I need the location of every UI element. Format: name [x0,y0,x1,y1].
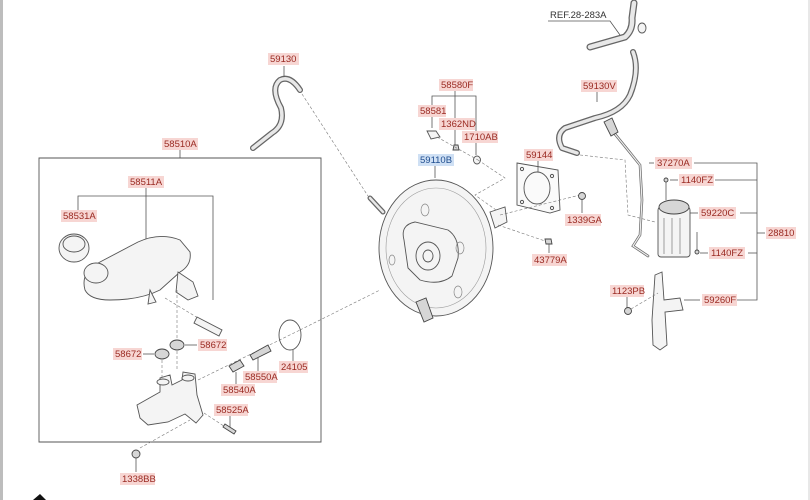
bolt-1140FZ-top[interactable] [663,177,669,200]
label-1140FZ-bottom[interactable]: 1140FZ [709,247,745,259]
svg-text:58531A: 58531A [63,211,96,222]
reference-pipe[interactable] [586,0,647,51]
svg-text:1710AB: 1710AB [464,132,498,143]
label-58540A[interactable]: 58540A [221,384,256,396]
reservoir-pin[interactable] [193,316,223,337]
svg-text:58510A: 58510A [164,139,197,150]
label-59144[interactable]: 59144 [524,149,553,161]
pump-bracket-59260F[interactable] [651,271,684,351]
bolt-1140FZ-bottom[interactable] [694,232,700,255]
svg-text:59130V: 59130V [583,81,616,92]
label-58510A[interactable]: 58510A [162,138,198,150]
left-border [0,0,3,500]
svg-text:1140FZ: 1140FZ [711,248,743,259]
label-1140FZ-top[interactable]: 1140FZ [679,174,714,186]
vacuum-pump[interactable] [657,199,691,258]
svg-text:59220C: 59220C [701,208,734,219]
label-1123PB[interactable]: 1123PB [610,285,645,297]
label-37270A[interactable]: 37270A [655,157,692,169]
label-1338BB[interactable]: 1338BB [120,473,156,485]
bolt-58525A[interactable] [222,423,237,435]
svg-text:1338BB: 1338BB [122,474,156,485]
label-58672-right[interactable]: 58672 [198,339,227,351]
label-59130[interactable]: 59130 [268,53,299,65]
grommet-1710AB[interactable] [473,155,481,165]
label-1710AB[interactable]: 1710AB [462,131,498,143]
svg-text:58581: 58581 [420,106,446,117]
svg-text:1123PB: 1123PB [612,286,645,297]
svg-text:58540A: 58540A [223,385,256,396]
svg-text:59260F: 59260F [704,295,736,306]
vacuum-hose-59130V[interactable] [556,49,639,156]
svg-text:58550A: 58550A [245,372,278,383]
vacuum-hose-59130[interactable] [250,75,303,151]
svg-text:1339GA: 1339GA [567,215,603,226]
reference-label[interactable]: REF.28-283A [550,10,607,21]
label-1339GA[interactable]: 1339GA [565,214,603,226]
label-58672-left[interactable]: 58672 [113,348,142,360]
corner-marker-icon [33,494,46,500]
label-24105[interactable]: 24105 [279,361,308,373]
master-cylinder-assembly-box [38,157,322,443]
wiring-harness-37270A[interactable] [603,117,650,258]
label-58550A[interactable]: 58550A [243,371,278,383]
right-border [808,0,810,500]
brake-booster[interactable] [367,179,508,323]
svg-text:1362ND: 1362ND [441,119,476,130]
svg-text:28810: 28810 [768,228,794,239]
fitting-58540A[interactable] [228,359,245,373]
svg-text:58672: 58672 [115,349,141,360]
fitting-58550A[interactable] [249,344,272,361]
svg-text:59130: 59130 [270,54,296,65]
grommet-58672-right[interactable] [169,339,185,351]
svg-text:58511A: 58511A [130,177,163,188]
label-43779A[interactable]: 43779A [532,254,567,266]
svg-text:58672: 58672 [200,340,226,351]
label-58581[interactable]: 58581 [418,105,446,117]
svg-text:58525A: 58525A [216,405,249,416]
label-58580F[interactable]: 58580F [439,79,473,91]
label-59220C[interactable]: 59220C [699,207,736,219]
svg-text:58580F: 58580F [441,80,473,91]
label-58511A[interactable]: 58511A [128,176,164,188]
label-59130V[interactable]: 59130V [581,80,617,92]
nut-1339GA[interactable] [578,192,586,200]
master-cylinder-body[interactable] [136,371,204,426]
svg-text:REF.28-283A: REF.28-283A [550,10,607,21]
label-58531A[interactable]: 58531A [61,210,97,222]
label-59260F[interactable]: 59260F [702,294,737,306]
reservoir-cap[interactable] [58,233,90,263]
check-valve-58581[interactable] [426,130,441,140]
svg-text:24105: 24105 [281,362,307,373]
bolt-1123PB[interactable] [624,307,632,315]
label-28810[interactable]: 28810 [766,227,796,239]
label-59110B[interactable]: 59110B [418,154,454,166]
gasket-59144[interactable] [516,162,561,214]
svg-text:59110B: 59110B [420,155,452,166]
svg-text:43779A: 43779A [534,255,567,266]
brake-fluid-reservoir[interactable] [83,236,199,305]
label-1362ND[interactable]: 1362ND [439,118,476,130]
clip-43779A[interactable] [544,238,553,245]
label-58525A[interactable]: 58525A [214,404,249,416]
o-ring-24105[interactable] [278,319,302,351]
nut-1338BB[interactable] [131,449,141,459]
grommet-58672-left[interactable] [154,348,170,360]
svg-text:37270A: 37270A [657,158,690,169]
svg-text:1140FZ: 1140FZ [681,175,713,186]
svg-text:59144: 59144 [526,150,552,161]
